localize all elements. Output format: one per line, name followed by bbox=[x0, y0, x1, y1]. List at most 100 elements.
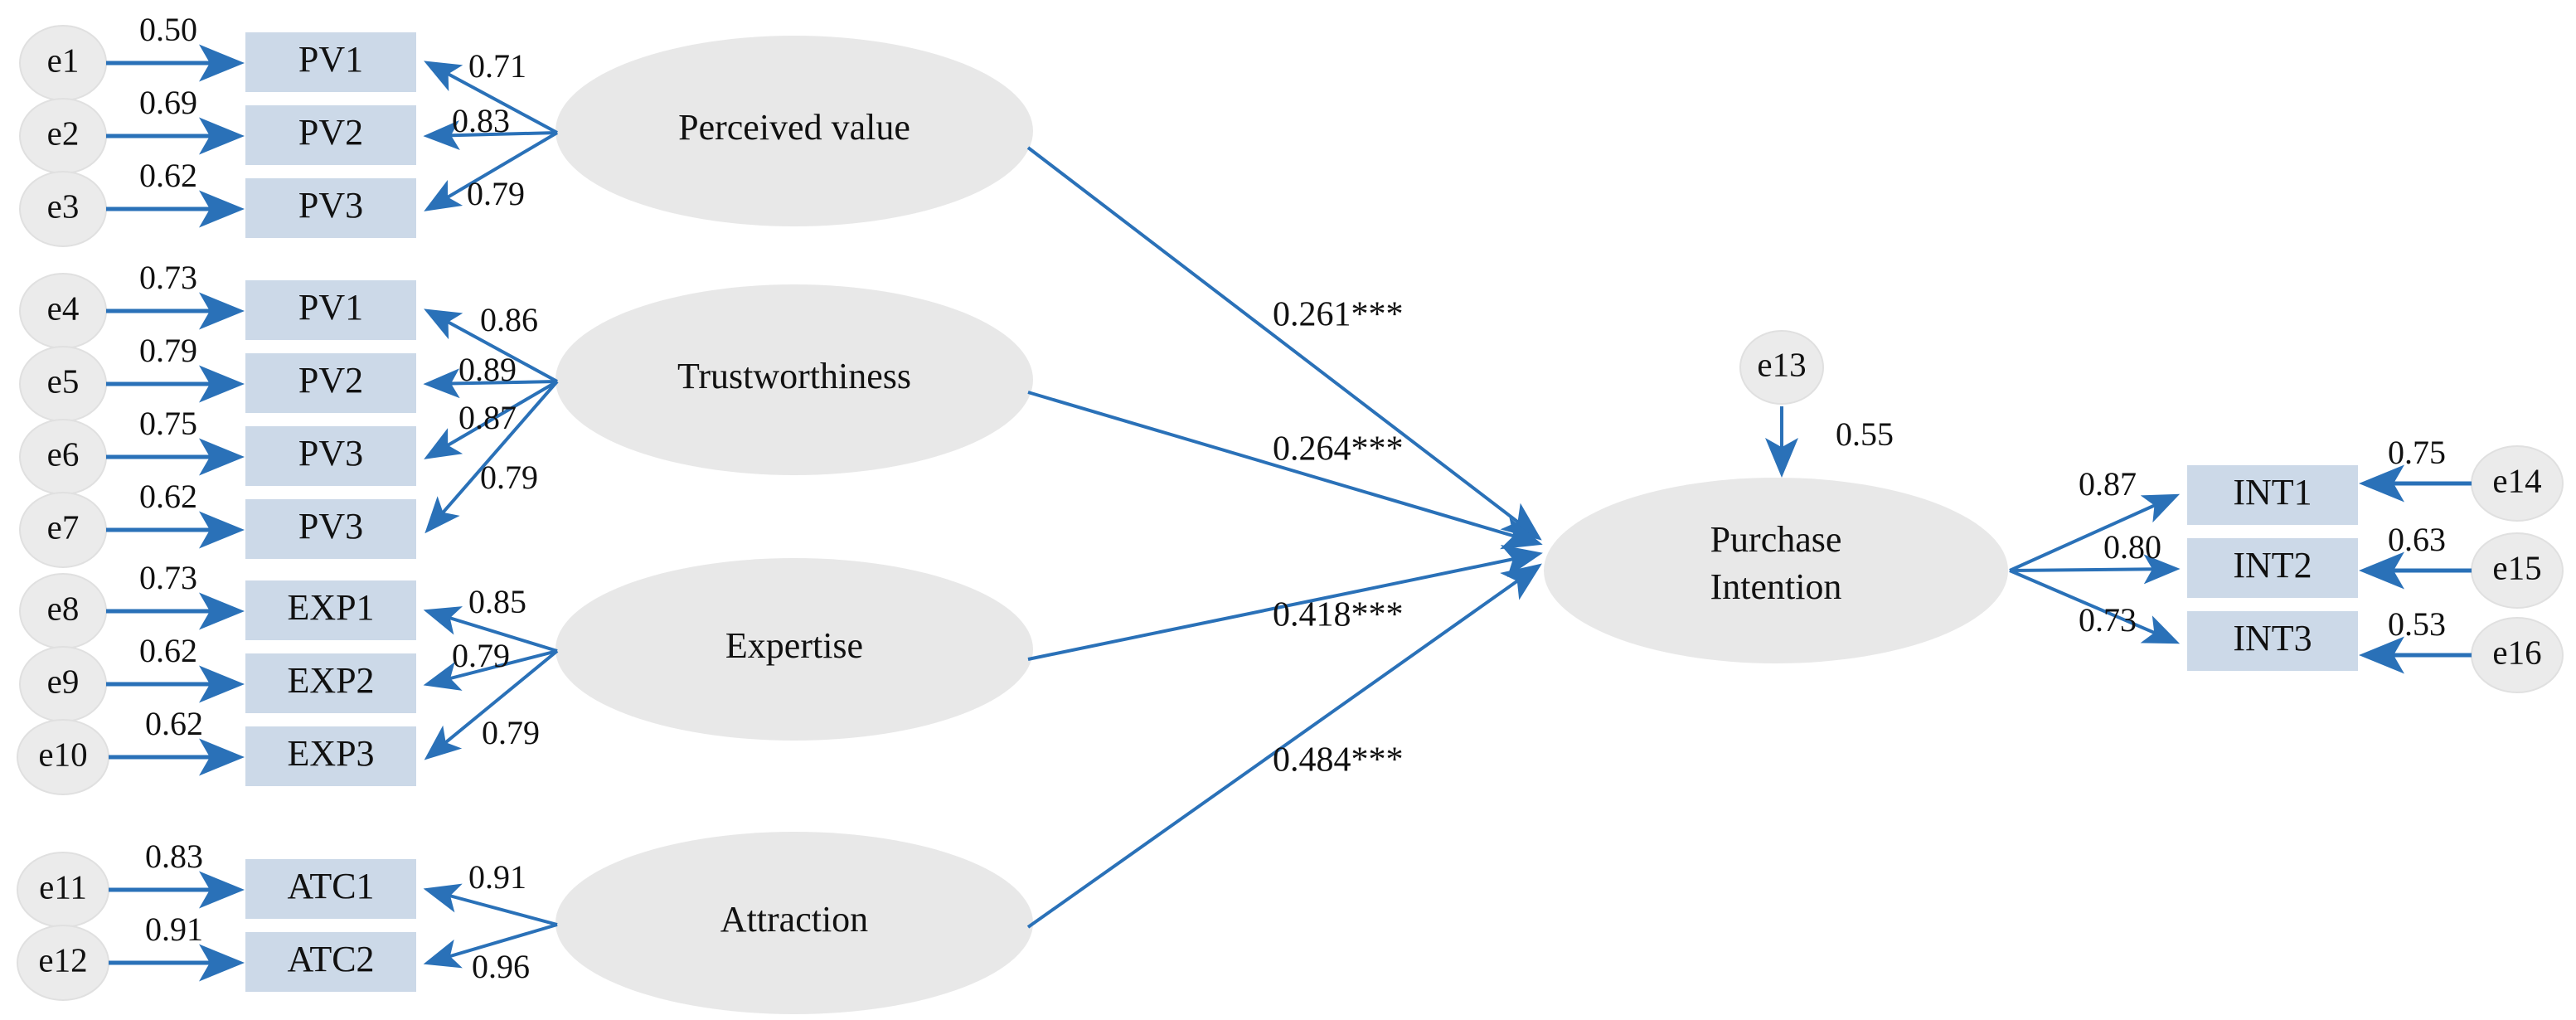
loading-pv-pv2: 0.83 bbox=[452, 102, 510, 139]
indicator-int1-label: INT1 bbox=[2233, 472, 2312, 512]
arrow-tw-to-pv1b bbox=[424, 308, 558, 383]
latent-expertise[interactable] bbox=[555, 558, 1033, 741]
indicator-pv3-b-label: PV3 bbox=[298, 433, 363, 474]
error-term-e6-label: e6 bbox=[47, 435, 80, 473]
error-term-e10-label: e10 bbox=[38, 735, 87, 773]
indicator-pv3-b[interactable] bbox=[245, 426, 416, 486]
latent-perceived-value-label: Perceived value bbox=[678, 107, 910, 148]
error-term-e8-label: e8 bbox=[47, 589, 80, 627]
value-e8-exp1: 0.73 bbox=[139, 559, 197, 596]
value-e4-pv1b: 0.73 bbox=[139, 259, 197, 296]
value-e14-int1: 0.75 bbox=[2388, 434, 2446, 471]
value-e6-pv3b: 0.75 bbox=[139, 405, 197, 442]
loading-exp-exp3: 0.79 bbox=[482, 714, 540, 751]
latent-perceived-value[interactable] bbox=[555, 36, 1033, 226]
value-e3-pv3a: 0.62 bbox=[139, 157, 197, 194]
indicator-int3-label: INT3 bbox=[2233, 618, 2312, 658]
indicator-pv1-b[interactable] bbox=[245, 280, 416, 340]
indicator-pv1-a[interactable] bbox=[245, 32, 416, 92]
arrow-expertise-to-pi bbox=[1027, 544, 1543, 661]
indicator-exp3[interactable] bbox=[245, 726, 416, 786]
arrow-atc-to-atc1 bbox=[423, 883, 558, 926]
loading-pi-int2: 0.80 bbox=[2103, 528, 2161, 566]
error-term-e7-label: e7 bbox=[47, 508, 80, 546]
error-term-e1-label: e1 bbox=[47, 41, 80, 79]
latent-expertise-label: Expertise bbox=[725, 625, 863, 666]
indicator-pv3-c[interactable] bbox=[245, 499, 416, 559]
arrow-exp-to-exp2 bbox=[423, 649, 558, 691]
error-term-e14-label: e14 bbox=[2492, 461, 2541, 499]
error-term-e9-label: e9 bbox=[47, 662, 80, 700]
indicator-int3[interactable] bbox=[2187, 611, 2358, 671]
value-e9-exp2: 0.62 bbox=[139, 632, 197, 669]
loading-exp-exp2: 0.79 bbox=[452, 637, 510, 674]
arrow-tw-to-pv3b bbox=[424, 380, 559, 459]
arrow-exp-to-exp1 bbox=[423, 606, 558, 653]
error-term-e13[interactable] bbox=[1739, 330, 1824, 405]
value-e16-int3: 0.53 bbox=[2388, 605, 2446, 643]
indicator-pv2-b[interactable] bbox=[245, 353, 416, 413]
indicator-exp2[interactable] bbox=[245, 653, 416, 713]
indicator-pv3-a-label: PV3 bbox=[298, 185, 363, 226]
loading-pv-pv1: 0.71 bbox=[468, 47, 526, 85]
indicator-exp3-label: EXP3 bbox=[287, 733, 374, 774]
arrow-pv-to-pv2a bbox=[423, 120, 558, 151]
loading-atc-atc2: 0.96 bbox=[472, 948, 530, 985]
error-term-e3-label: e3 bbox=[47, 187, 80, 225]
indicator-pv3-c-label: PV3 bbox=[298, 506, 363, 546]
error-term-e4-label: e4 bbox=[47, 289, 80, 327]
indicator-exp1[interactable] bbox=[245, 580, 416, 640]
arrow-tw-to-pv3c bbox=[424, 380, 559, 534]
indicator-pv2-b-label: PV2 bbox=[298, 360, 363, 401]
error-term-e11-label: e11 bbox=[39, 867, 87, 906]
error-term-e12-label: e12 bbox=[38, 940, 87, 979]
loading-pi-int3: 0.73 bbox=[2079, 601, 2137, 639]
arrow-tw-to-pv2b bbox=[423, 368, 558, 399]
path-coefficient-perceived-value: 0.261*** bbox=[1273, 296, 1404, 334]
arrow-perceived-value-to-pi bbox=[1026, 146, 1542, 541]
indicator-atc1[interactable] bbox=[245, 859, 416, 919]
indicator-int1[interactable] bbox=[2187, 465, 2358, 525]
value-e11-atc1: 0.83 bbox=[145, 838, 203, 875]
error-term-e16-label: e16 bbox=[2492, 633, 2541, 671]
indicator-atc1-label: ATC1 bbox=[287, 866, 374, 906]
latent-purchase-intention-label-line1: Purchase bbox=[1710, 519, 1842, 560]
path-coefficient-attraction: 0.484*** bbox=[1273, 741, 1404, 780]
arrow-trustworthiness-to-pi bbox=[1027, 391, 1543, 550]
indicator-exp1-label: EXP1 bbox=[287, 587, 374, 628]
indicator-atc2[interactable] bbox=[245, 932, 416, 992]
loading-tw-pv2: 0.89 bbox=[458, 351, 517, 388]
latent-attraction[interactable] bbox=[555, 832, 1033, 1014]
arrow-pi-to-int3 bbox=[2009, 569, 2181, 644]
latent-purchase-intention[interactable] bbox=[1544, 478, 2008, 663]
arrow-pi-to-int1 bbox=[2009, 493, 2181, 572]
indicator-int2[interactable] bbox=[2187, 538, 2358, 598]
arrow-pi-to-int2 bbox=[2009, 554, 2181, 585]
arrow-pv-to-pv1a bbox=[424, 61, 558, 134]
loading-tw-pv3c: 0.79 bbox=[480, 459, 538, 496]
latent-trustworthiness[interactable] bbox=[555, 284, 1033, 475]
error-term-e13-label: e13 bbox=[1757, 345, 1806, 383]
latent-purchase-intention-label-line2: Intention bbox=[1710, 566, 1842, 607]
indicator-pv1-a-label: PV1 bbox=[298, 39, 363, 80]
loading-pi-int1: 0.87 bbox=[2079, 465, 2137, 503]
value-e12-atc2: 0.91 bbox=[145, 911, 203, 948]
loading-pv-pv3: 0.79 bbox=[467, 175, 525, 212]
value-e1-pv1a: 0.50 bbox=[139, 11, 197, 48]
arrow-exp-to-exp3 bbox=[424, 649, 559, 760]
indicator-exp2-label: EXP2 bbox=[287, 660, 374, 701]
value-e7-pv3c: 0.62 bbox=[139, 478, 197, 515]
loading-tw-pv3: 0.87 bbox=[458, 399, 517, 436]
latent-attraction-label: Attraction bbox=[720, 899, 868, 940]
path-coefficient-expertise: 0.418*** bbox=[1273, 596, 1404, 634]
error-term-e5-label: e5 bbox=[47, 362, 80, 400]
loading-exp-exp1: 0.85 bbox=[468, 583, 526, 620]
arrow-atc-to-atc2 bbox=[423, 923, 558, 969]
latent-trustworthiness-label: Trustworthiness bbox=[677, 356, 911, 396]
indicator-pv2-a[interactable] bbox=[245, 105, 416, 165]
path-coefficient-trustworthiness: 0.264*** bbox=[1273, 430, 1404, 469]
value-e15-int2: 0.63 bbox=[2388, 521, 2446, 558]
loading-atc-atc1: 0.91 bbox=[468, 858, 526, 896]
indicator-pv3-a[interactable] bbox=[245, 178, 416, 238]
